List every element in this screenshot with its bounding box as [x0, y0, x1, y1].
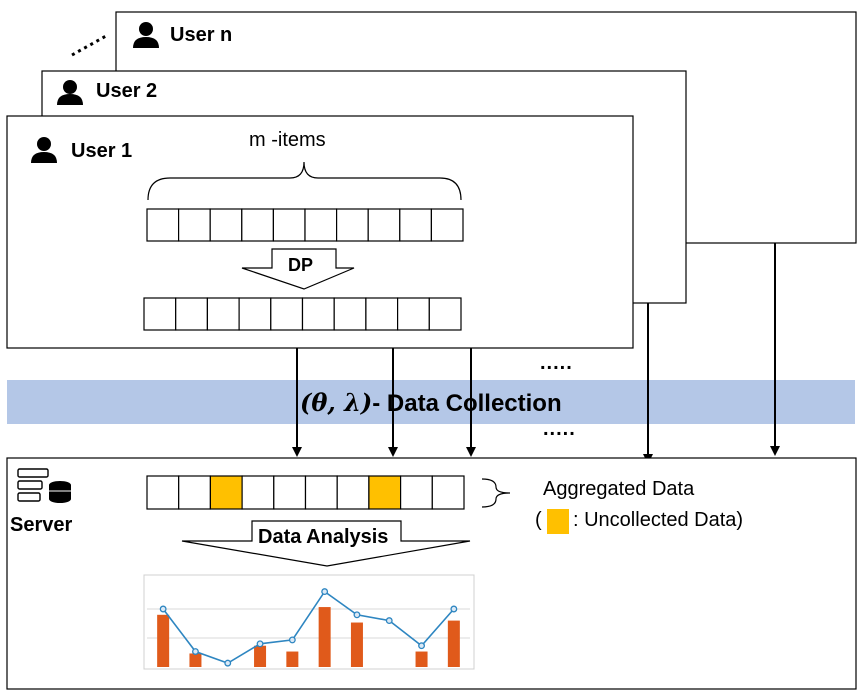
perturbed-cell — [333, 297, 367, 331]
analysis-arrow — [181, 520, 471, 567]
perturbed-cell — [428, 297, 462, 331]
aggregated-cell — [209, 475, 243, 510]
perturbed-item-row — [143, 297, 462, 331]
user-n-label: User n — [170, 24, 233, 46]
perturbed-cell — [365, 297, 399, 331]
aggregated-cell — [304, 475, 338, 510]
perturbed-cell — [270, 297, 304, 331]
dp-label: DP — [288, 255, 314, 275]
uncollected-open-paren: ( — [535, 509, 542, 531]
chart-bar — [350, 622, 363, 667]
perturbed-cell — [143, 297, 177, 331]
chart-bars — [157, 607, 460, 667]
dots-bottom: ..... — [543, 418, 576, 440]
chart-point — [159, 605, 167, 613]
chart-series-line — [162, 590, 455, 665]
user-2-label: User 2 — [96, 80, 158, 102]
chart-bar — [157, 614, 170, 667]
item-cell — [336, 208, 369, 242]
aggregated-cell — [368, 475, 402, 510]
uncollected-data-label: : Uncollected Data) — [573, 509, 744, 531]
aggregated-cell — [241, 475, 275, 510]
aggregated-cell — [431, 475, 465, 510]
data-analysis-label: Data Analysis — [258, 526, 389, 548]
uncollected-swatch — [547, 509, 569, 534]
chart-bar — [415, 651, 428, 667]
chart-point — [450, 605, 458, 613]
chart-bar — [189, 653, 202, 667]
data-collection-band — [7, 380, 855, 424]
chart-gridlines — [147, 608, 470, 639]
users-dotted-connector — [71, 34, 107, 57]
dp-arrow — [241, 248, 355, 290]
original-item-row — [146, 208, 464, 242]
chart-bar — [447, 620, 460, 667]
collection-arrows-over-band — [296, 380, 776, 424]
chart-point — [418, 642, 425, 650]
server-icon — [17, 468, 71, 503]
aggregated-cell — [400, 475, 433, 510]
aggregated-cell — [336, 475, 370, 510]
chart-point — [288, 636, 296, 644]
dots-top: ..... — [540, 352, 573, 374]
item-cell — [304, 208, 338, 242]
collection-text: - Data Collection — [372, 390, 562, 417]
user-2-icon — [57, 80, 83, 105]
item-cell — [367, 208, 401, 242]
aggregated-cell — [273, 475, 307, 510]
chart-point — [191, 648, 199, 655]
aggregated-cell — [146, 475, 180, 510]
chart-bar — [318, 607, 331, 667]
user-1-label: User 1 — [71, 140, 133, 162]
chart-point — [353, 611, 361, 619]
analysis-chart — [143, 574, 475, 670]
item-cell — [399, 208, 432, 242]
perturbed-cell — [238, 297, 272, 331]
item-cell — [272, 208, 306, 242]
chart-point — [256, 640, 264, 648]
server-label: Server — [10, 514, 73, 536]
item-cell — [146, 208, 180, 242]
aggregated-data-label: Aggregated Data — [543, 478, 695, 500]
collection-symbols: (θ, λ) — [300, 388, 373, 417]
item-cell — [241, 208, 275, 242]
item-cell — [209, 208, 243, 242]
user-1-icon — [31, 137, 57, 163]
aggregated-cell — [178, 475, 211, 510]
perturbed-cell — [301, 297, 335, 331]
perturbed-cell — [175, 297, 208, 331]
chart-point — [385, 617, 393, 625]
perturbed-cell — [397, 297, 430, 331]
chart-point — [224, 659, 232, 667]
m-items-label: m -items — [249, 129, 326, 151]
user-n-icon — [133, 22, 159, 48]
chart-bar — [254, 645, 267, 667]
aggregated-item-row — [146, 475, 465, 510]
aggregated-brace — [481, 478, 511, 508]
perturbed-cell — [206, 297, 240, 331]
chart-bar — [286, 651, 299, 667]
chart-point — [321, 588, 329, 596]
chart-points — [159, 588, 458, 667]
item-cell — [430, 208, 464, 242]
item-cell — [178, 208, 211, 242]
items-brace — [147, 161, 462, 201]
data-collection-title: (θ, λ)- Data Collection — [300, 388, 562, 418]
